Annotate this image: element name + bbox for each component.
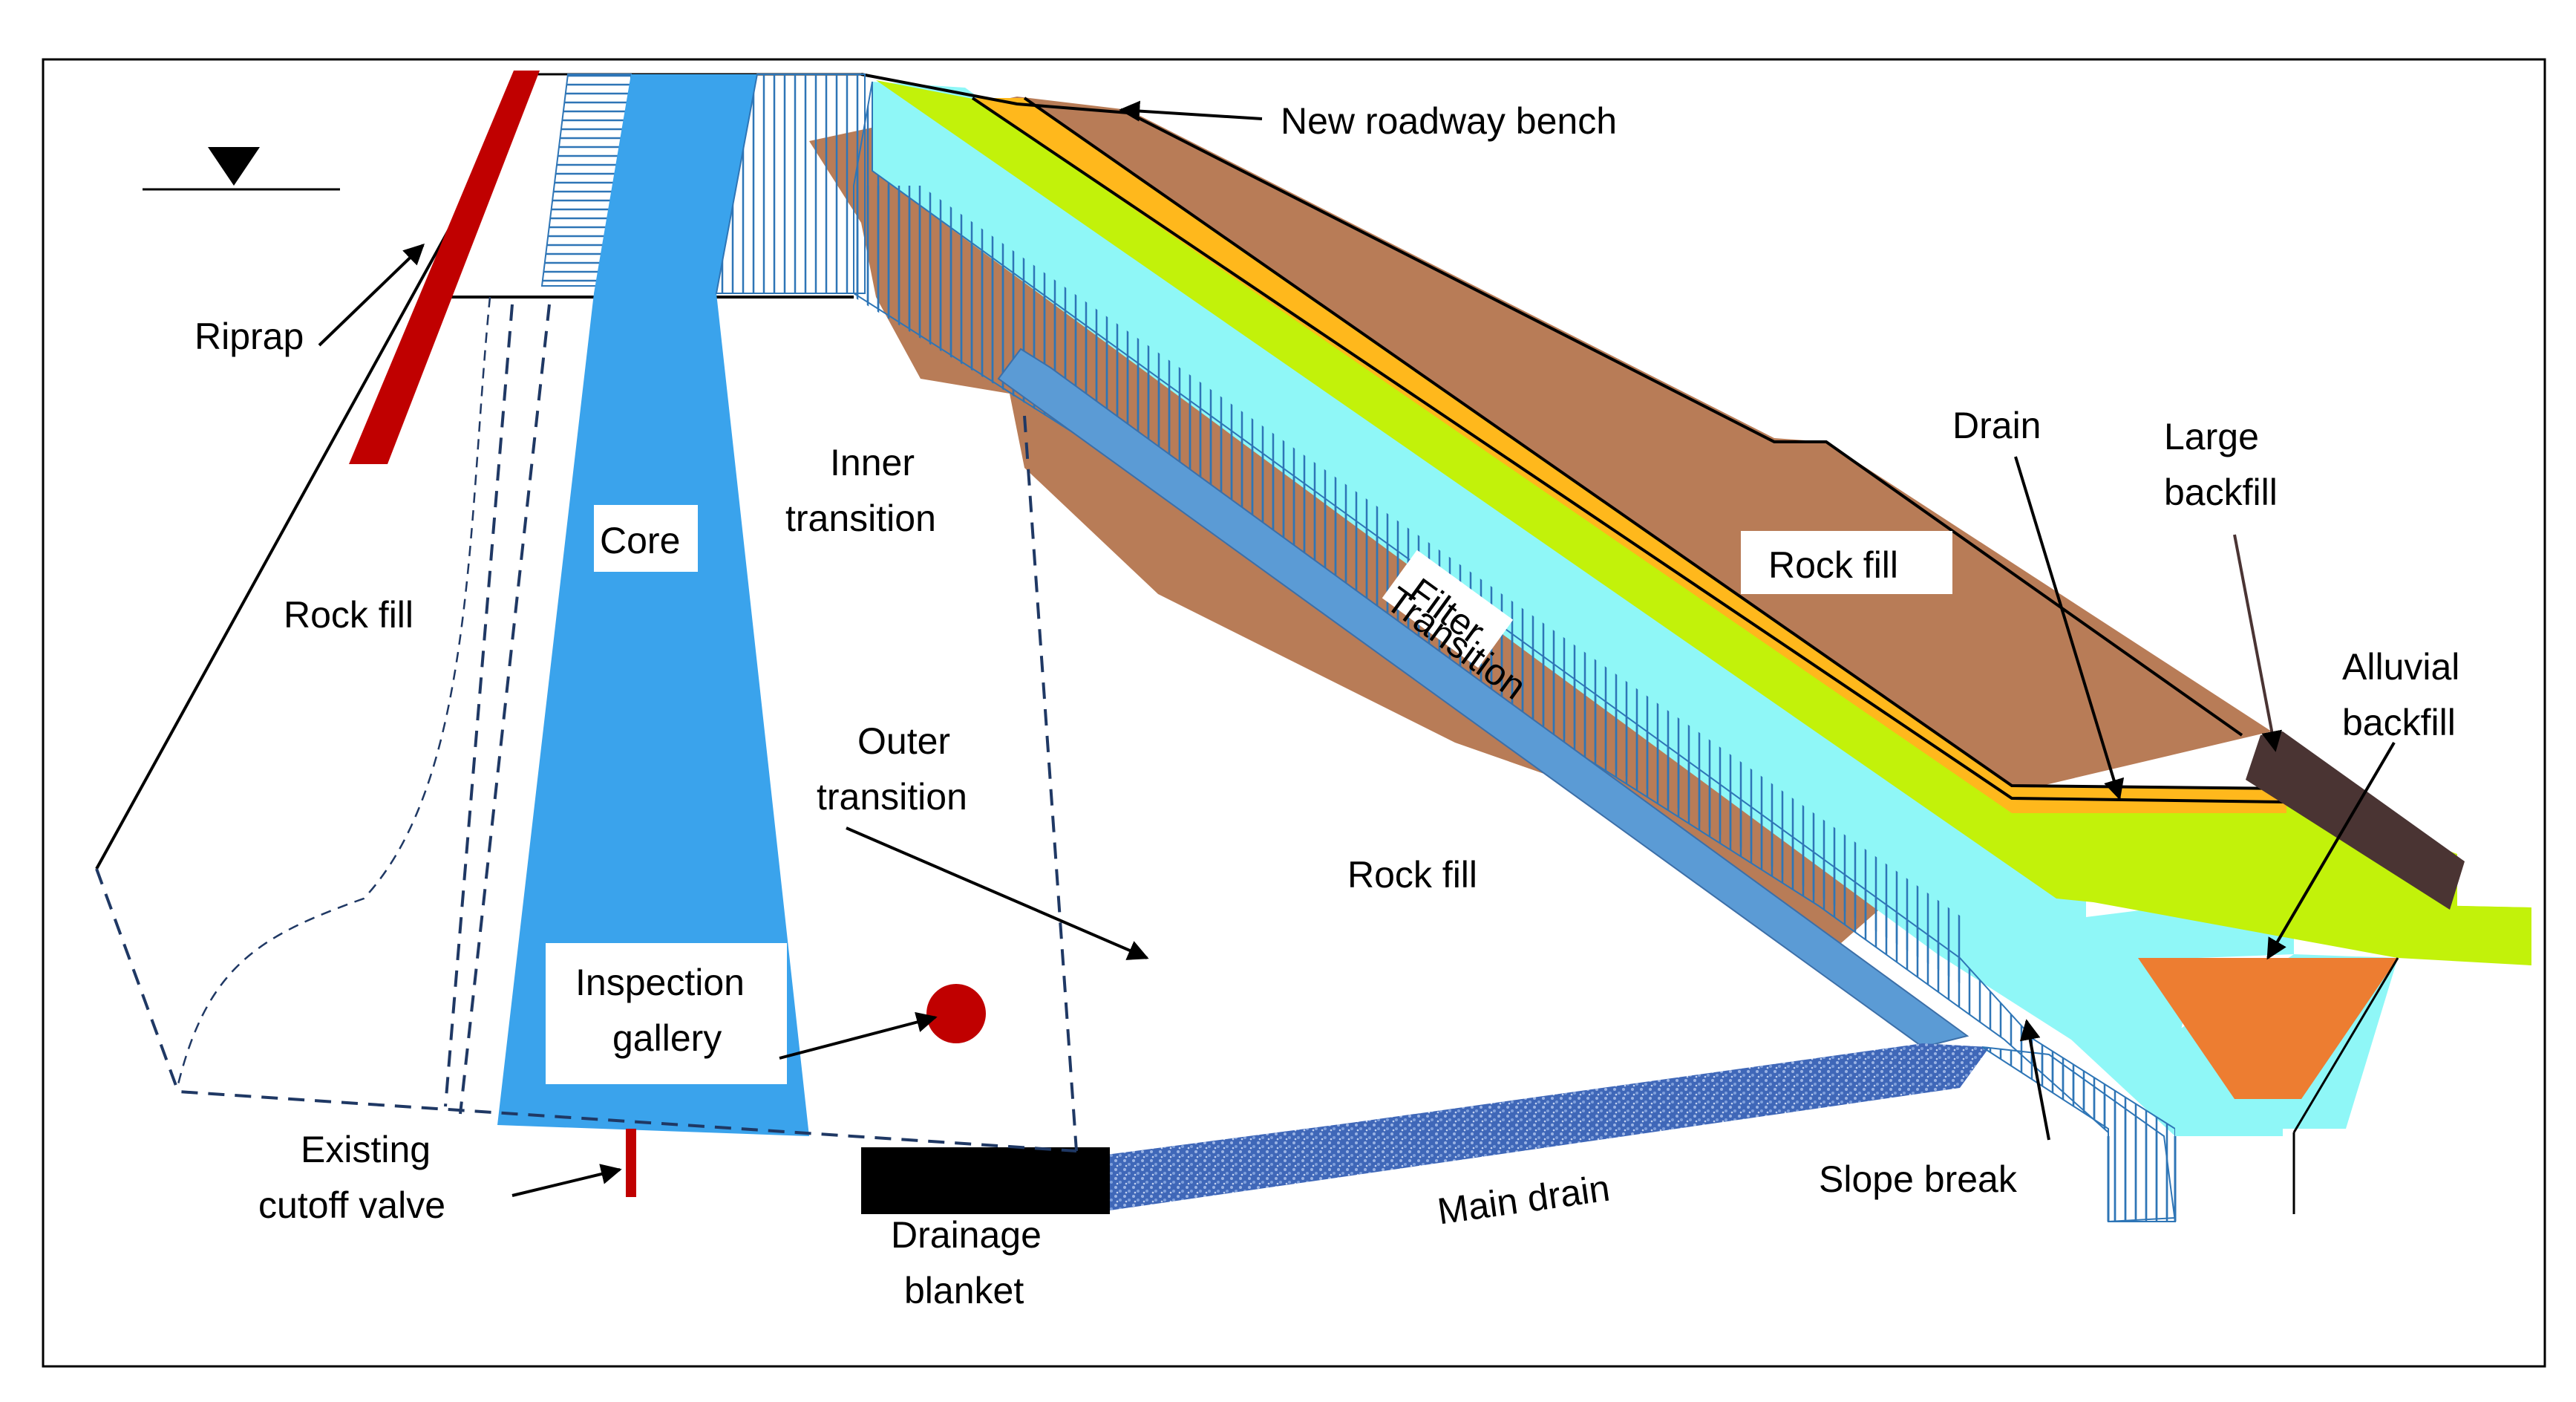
outer-transition-label-line1: Outer [857, 720, 950, 762]
riprap-label: Riprap [194, 316, 304, 357]
drainage-blanket-label-line2: blanket [904, 1270, 1024, 1311]
alluvial-backfill-label-line2: backfill [2342, 702, 2456, 743]
slope-break-label: Slope break [1819, 1158, 2018, 1200]
existing-cutoff-valve-label-line1: Existing [301, 1129, 431, 1170]
diagram-frame [42, 58, 2546, 1368]
inner-transition-label-line1: Inner [830, 442, 915, 483]
downstream-outline [860, 73, 2243, 737]
large-backfill-label-line1: Large [2164, 416, 2259, 457]
rock-fill-right-label: Rock fill [1768, 544, 1898, 586]
drain-zone [972, 98, 2294, 813]
main-drain [1106, 1043, 1990, 1210]
inspection-gallery-label-line2: gallery [612, 1017, 722, 1059]
transition-band [997, 348, 1969, 1049]
outer-transition-label-line2: transition [817, 776, 967, 818]
drain-label: Drain [1952, 405, 2041, 446]
core-zone [497, 74, 809, 1136]
inner-transition-label-line2: transition [785, 498, 936, 539]
rock-fill-upstream-label: Rock fill [284, 594, 413, 636]
existing-cutoff-valve-label-line2: cutoff valve [258, 1184, 445, 1226]
filter-zone [872, 82, 2294, 1136]
core-label: Core [600, 520, 680, 561]
main-drain-label: Main drain [1435, 1167, 1612, 1233]
leader-arrows [318, 100, 2396, 1197]
existing-cutoff-valve [626, 1129, 636, 1197]
filter-label-box [1382, 550, 1514, 668]
inspection-gallery [926, 984, 986, 1043]
zone-boundaries [95, 296, 1078, 1152]
large-backfill-label-line2: backfill [2164, 472, 2278, 513]
drainage-blanket [861, 1147, 1110, 1214]
green-zone [876, 80, 2531, 965]
inspection-gallery-label-line1: Inspection [575, 962, 745, 1003]
large-backfill-zone [2246, 731, 2465, 910]
alluvial-backfill-zone [2138, 958, 2398, 1099]
riprap-zone [349, 71, 540, 464]
drainage-blanket-label-line1: Drainage [891, 1214, 1042, 1256]
new-roadway-bench-label: New roadway bench [1281, 100, 1617, 142]
alluvial-backfill-label-line1: Alluvial [2342, 646, 2459, 688]
water-level-icon [143, 147, 340, 191]
rock-fill-center-label: Rock fill [1347, 854, 1477, 896]
